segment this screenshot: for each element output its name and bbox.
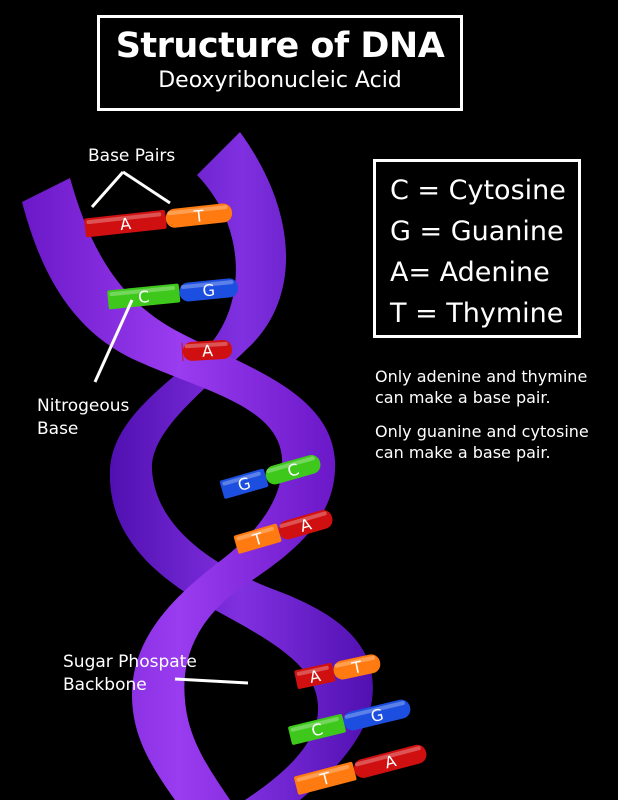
base-segment-right	[182, 340, 233, 361]
base-pair-4: GC	[219, 454, 321, 499]
base-letter-left: A	[119, 214, 132, 234]
base-letter-right: T	[192, 206, 205, 226]
base-letter-left: A	[308, 666, 323, 687]
label-backbone-line1: Sugar Phospate	[63, 652, 197, 672]
base-segment-highlight	[109, 285, 175, 297]
base-segment-right	[265, 454, 321, 485]
backbone-strand-front	[22, 178, 336, 800]
note-at-line1: Only adenine and thymine	[375, 367, 588, 386]
base-segment-highlight	[86, 212, 162, 225]
nitrogenous-base-leader	[93, 299, 134, 383]
base-letter-right: T	[349, 657, 364, 678]
base-letter-left: T	[317, 768, 332, 789]
base-segment-highlight	[354, 746, 421, 767]
key-thymine: T = Thymine	[390, 298, 564, 329]
base-segment-left	[294, 662, 336, 689]
label-backbone-line2: Backbone	[63, 675, 147, 695]
base-segment-left	[294, 761, 357, 795]
base-segment-highlight	[334, 655, 375, 668]
base-pair-8: TA	[294, 744, 427, 795]
base-letter-right: A	[201, 341, 213, 361]
base-segment-highlight	[344, 701, 405, 719]
note-gc-line2: can make a base pair.	[375, 443, 551, 462]
base-segment-right	[343, 699, 411, 731]
note-at-pair: Only adenine and thymine can make a base…	[375, 366, 587, 408]
diagram-title: Structure of DNA	[115, 26, 445, 66]
label-base-pairs: Base Pairs	[88, 146, 176, 166]
base-letter-right: A	[298, 515, 314, 536]
base-segment-highlight	[266, 456, 315, 474]
base-key-box: C = Cytosine G = Guanine A= Adenine T = …	[373, 159, 581, 338]
label-backbone: Sugar Phospate Backbone	[63, 651, 197, 697]
backbone-strand-back	[109, 132, 373, 800]
base-segment-right	[179, 278, 239, 302]
base-segment-left	[233, 523, 282, 554]
base-segment-left	[288, 714, 346, 745]
label-nitrogenous-base: Nitrogeous Base	[37, 395, 129, 441]
base-segment-highlight	[279, 511, 327, 529]
base-letter-right: C	[285, 460, 301, 481]
base-pairs-leader-left	[90, 171, 125, 208]
base-pairs-leader-right	[122, 170, 171, 205]
base-pair-3: A	[181, 340, 233, 362]
title-box: Structure of DNA Deoxyribonucleic Acid	[97, 15, 463, 111]
base-segment-highlight	[236, 526, 274, 541]
base-segment-left	[219, 468, 269, 499]
key-cytosine: C = Cytosine	[390, 175, 566, 206]
base-segment-highlight	[222, 471, 261, 486]
base-segment-highlight	[290, 717, 339, 732]
backbone-leader	[174, 677, 249, 685]
note-gc-line1: Only guanine and cytosine	[375, 422, 589, 441]
base-pair-7: CG	[288, 699, 411, 745]
base-letter-left: C	[309, 719, 324, 740]
key-adenine: A= Adenine	[390, 257, 550, 288]
label-nitrogenous-line1: Nitrogeous	[37, 396, 130, 416]
base-segment-highlight	[296, 764, 350, 782]
base-letter-left: G	[236, 473, 253, 495]
diagram-subtitle: Deoxyribonucleic Acid	[158, 67, 402, 93]
base-segment-right	[333, 654, 381, 680]
base-segment-highlight	[296, 665, 329, 676]
base-segment-right	[278, 510, 333, 540]
base-segment-right	[354, 744, 427, 778]
key-guanine: G = Guanine	[390, 216, 564, 247]
base-segment-left	[107, 283, 181, 310]
label-nitrogenous-line2: Base	[37, 419, 79, 439]
base-letter-left: C	[137, 287, 150, 307]
base-segment-highlight	[167, 205, 228, 216]
base-pair-5: TA	[233, 510, 333, 554]
base-segment-left	[181, 342, 184, 362]
note-at-line2: can make a base pair.	[375, 388, 551, 407]
base-segment-highlight	[184, 341, 228, 349]
base-segment-right	[165, 203, 233, 228]
base-letter-right: A	[383, 751, 398, 772]
base-letter-right: G	[202, 280, 216, 300]
base-segment-highlight	[180, 280, 234, 289]
base-segment-left	[84, 209, 167, 238]
note-gc-pair: Only guanine and cytosine can make a bas…	[375, 421, 589, 463]
base-letter-right: G	[369, 705, 386, 726]
